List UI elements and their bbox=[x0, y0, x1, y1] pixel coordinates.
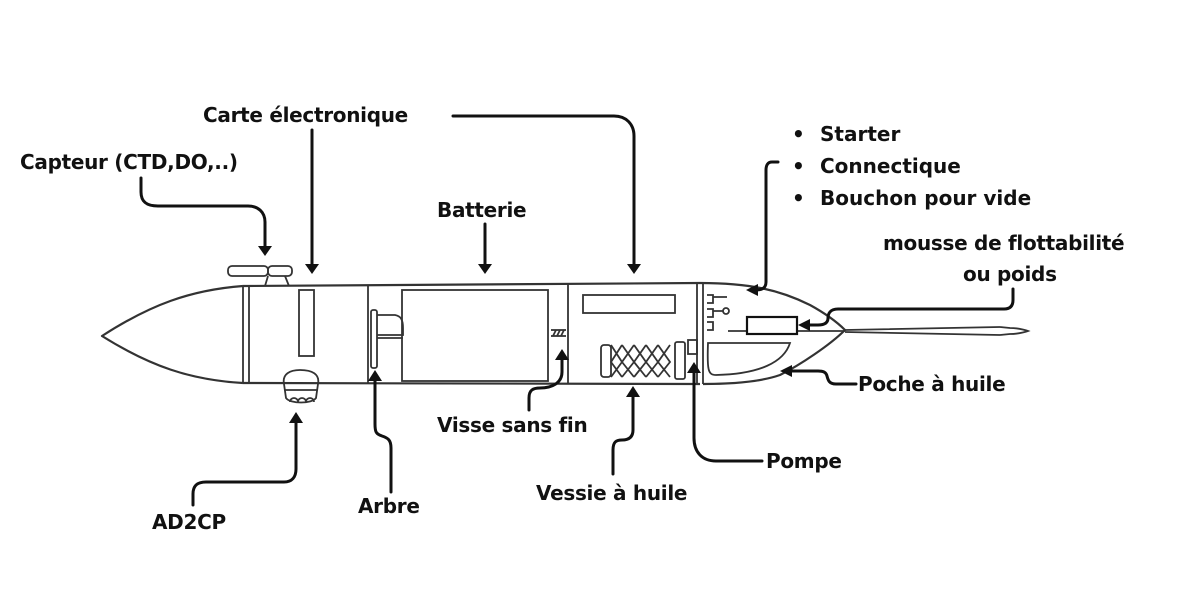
label-ad2cp: AD2CP bbox=[152, 510, 226, 534]
tail-cone bbox=[699, 281, 847, 386]
label-poche-huile: Poche à huile bbox=[858, 372, 1006, 396]
oil-pouch bbox=[706, 342, 792, 376]
tail-item-connectique: Connectique bbox=[792, 150, 1031, 182]
electronic-board bbox=[298, 289, 315, 357]
label-pompe: Pompe bbox=[766, 449, 842, 473]
arrow-ad2cp bbox=[191, 412, 303, 507]
label-arbre: Arbre bbox=[358, 494, 420, 518]
tail-item-bouchon: Bouchon pour vide bbox=[792, 182, 1031, 214]
arrow-pompe bbox=[687, 362, 764, 463]
hull-top bbox=[242, 281, 701, 288]
buoyancy-foam bbox=[745, 315, 799, 336]
battery bbox=[401, 289, 549, 382]
pump bbox=[687, 339, 698, 355]
arrow-connectique bbox=[746, 160, 780, 296]
shaft-tree bbox=[370, 309, 404, 369]
arrow-capteur bbox=[139, 176, 272, 256]
antenna-rod bbox=[844, 326, 1031, 336]
label-vessie-huile: Vessie à huile bbox=[536, 481, 688, 505]
label-mousse-line1: mousse de flottabilité bbox=[883, 231, 1125, 255]
nose-cone bbox=[100, 284, 244, 385]
label-batterie: Batterie bbox=[437, 198, 527, 222]
arrow-mousse bbox=[798, 287, 1015, 331]
label-capteur: Capteur (CTD,DO,..) bbox=[20, 150, 238, 174]
arrow-arbre bbox=[368, 370, 393, 494]
tail-item-starter: Starter bbox=[792, 118, 1031, 150]
sensor-ctd bbox=[227, 265, 293, 287]
ad2cp-device bbox=[282, 369, 320, 404]
oil-bladder bbox=[600, 341, 686, 380]
label-visse-sans-fin: Visse sans fin bbox=[437, 413, 588, 437]
hull-bottom bbox=[242, 381, 701, 386]
connectors bbox=[707, 294, 730, 331]
label-mousse-line2: ou poids bbox=[963, 262, 1057, 286]
label-carte-electronique: Carte électronique bbox=[203, 103, 408, 127]
arrow-carte-top bbox=[451, 114, 641, 274]
arrow-batterie bbox=[478, 222, 492, 274]
arrow-visse bbox=[527, 349, 569, 412]
worm-screw bbox=[551, 329, 566, 337]
arrow-carte bbox=[305, 128, 319, 274]
tail-items-list: Starter Connectique Bouchon pour vide bbox=[792, 118, 1031, 214]
arrow-poche bbox=[780, 365, 858, 386]
pump-section-board bbox=[582, 294, 676, 314]
arrow-vessie bbox=[611, 386, 640, 476]
